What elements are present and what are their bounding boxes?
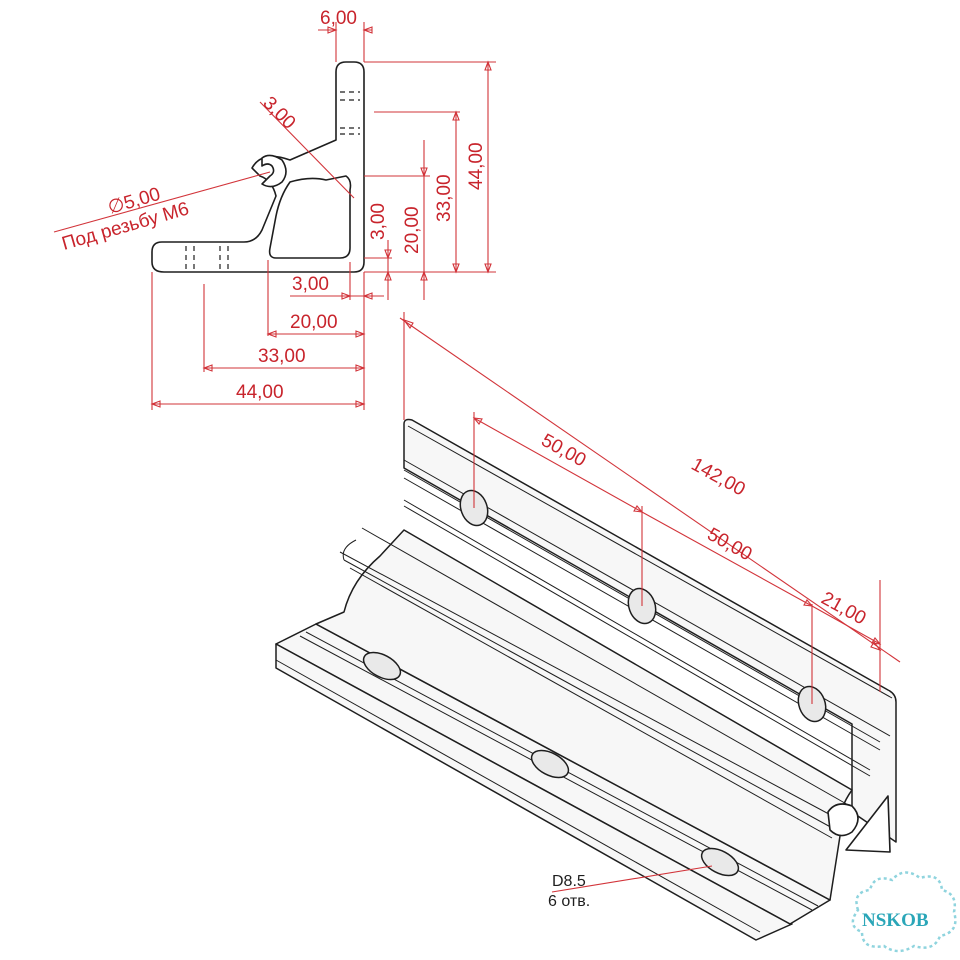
section-view: 6,00 3,00 ∅5,00 Под резьбу М6 44,00 33,0… <box>53 8 496 410</box>
dim-hole-spacing-1: 50,00 <box>538 430 590 471</box>
dim-wall-thickness: 6,00 <box>320 8 357 29</box>
iso-vertical-plate <box>403 418 897 843</box>
screw-channel <box>261 154 287 188</box>
dim-hole-spacing-2: 50,00 <box>704 524 756 565</box>
hidden-slot-vertical <box>340 91 360 135</box>
dim-vertical-mid: 20,00 <box>402 206 423 254</box>
dim-horizontal-mid: 20,00 <box>290 312 338 333</box>
iso-end-triangle <box>845 795 891 853</box>
dim-horizontal-total: 44,00 <box>236 382 284 403</box>
profile-pocket <box>268 175 352 259</box>
iso-base-front-edge <box>275 643 793 941</box>
iso-channel-end <box>827 803 859 837</box>
dim-total-length: 142,00 <box>688 454 749 501</box>
dim-horizontal-small: 3,00 <box>292 274 329 295</box>
iso-hole-base-3 <box>700 847 740 877</box>
iso-dimension-lines <box>399 312 901 893</box>
hole-note-count: 6 отв. <box>548 893 590 910</box>
dim-fillet: 3,00 <box>258 93 299 134</box>
iso-hole-base-1 <box>362 651 402 681</box>
dim-horizontal-upper: 33,00 <box>258 346 306 367</box>
dim-vertical-small: 3,00 <box>368 203 389 240</box>
iso-hole-base-2 <box>530 749 570 779</box>
hidden-slot-horizontal <box>185 246 229 270</box>
hole-note-diameter: D8.5 <box>552 873 586 890</box>
dim-vertical-upper: 33,00 <box>434 174 455 222</box>
dim-vertical-total: 44,00 <box>466 142 487 190</box>
iso-view: 50,00 142,00 50,00 21,00 D8.5 6 отв. <box>275 312 901 941</box>
watermark-badge: NSKOB <box>851 871 957 953</box>
watermark-text: NSKOB <box>862 910 929 931</box>
section-dimension-lines <box>53 22 496 410</box>
cloud-shape <box>851 871 957 953</box>
